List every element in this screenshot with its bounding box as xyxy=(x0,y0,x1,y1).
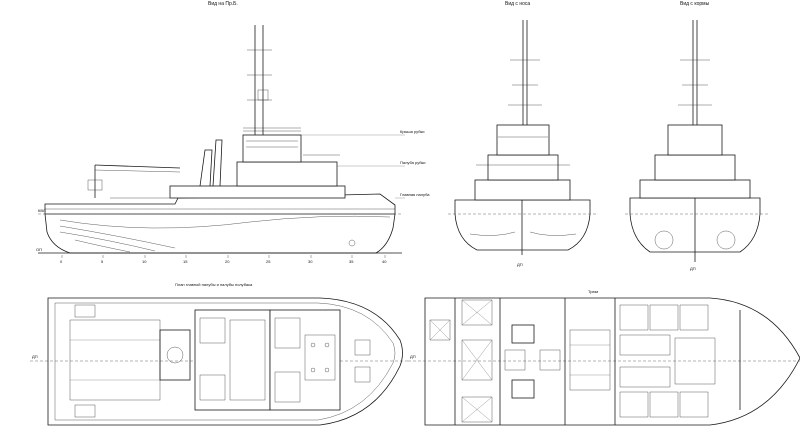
side-hull xyxy=(44,213,396,254)
hold-plan: Трюм ДП xyxy=(408,289,800,426)
svg-text:20: 20 xyxy=(225,259,230,264)
stern-view-title: Вид с кормы xyxy=(680,1,710,7)
svg-text:40: 40 xyxy=(382,259,387,264)
svg-text:0: 0 xyxy=(60,259,63,264)
side-wheelhouse-lower xyxy=(236,161,338,187)
main-engine-port xyxy=(511,324,535,344)
stern-centerline-label: ДП xyxy=(690,266,696,271)
side-wheelhouse xyxy=(242,134,302,163)
side-main-deckhouse xyxy=(169,185,346,199)
main-deck-centerline-label: ДП xyxy=(32,354,38,359)
hold-centerline-label: ДП xyxy=(410,354,416,359)
frame-scale: 0 5 10 15 20 25 30 35 40 xyxy=(60,255,387,264)
stern-view: Вид с кормы ДП xyxy=(625,1,770,271)
svg-text:30: 30 xyxy=(308,259,313,264)
side-baseline-label: ОП xyxy=(36,247,42,252)
side-waterline-label: КВЛ xyxy=(38,208,46,213)
main-deck-plan: План главной палубы и палубы полубака ДП xyxy=(30,282,410,426)
hold-plan-title: Трюм xyxy=(588,289,598,294)
main-engine-starboard xyxy=(511,379,535,399)
svg-text:25: 25 xyxy=(266,259,271,264)
bow-view: Вид с носа ДП xyxy=(448,1,598,267)
side-view-title: Вид на Пр.Б. xyxy=(208,1,238,7)
label-bridge-deck: Палуба рубки xyxy=(400,160,426,165)
main-deck-plan-title: План главной палубы и палубы полубака xyxy=(175,282,253,287)
svg-text:10: 10 xyxy=(142,259,147,264)
side-view: Вид на Пр.Б. xyxy=(36,1,430,264)
bow-view-title: Вид с носа xyxy=(505,1,530,7)
svg-text:35: 35 xyxy=(349,259,354,264)
bow-centerline-label: ДП xyxy=(517,262,523,267)
svg-text:5: 5 xyxy=(101,259,104,264)
label-main-deck: Главная палуба xyxy=(400,192,430,197)
label-bridge-roof: Крыша рубки xyxy=(400,129,424,134)
svg-text:15: 15 xyxy=(183,259,188,264)
